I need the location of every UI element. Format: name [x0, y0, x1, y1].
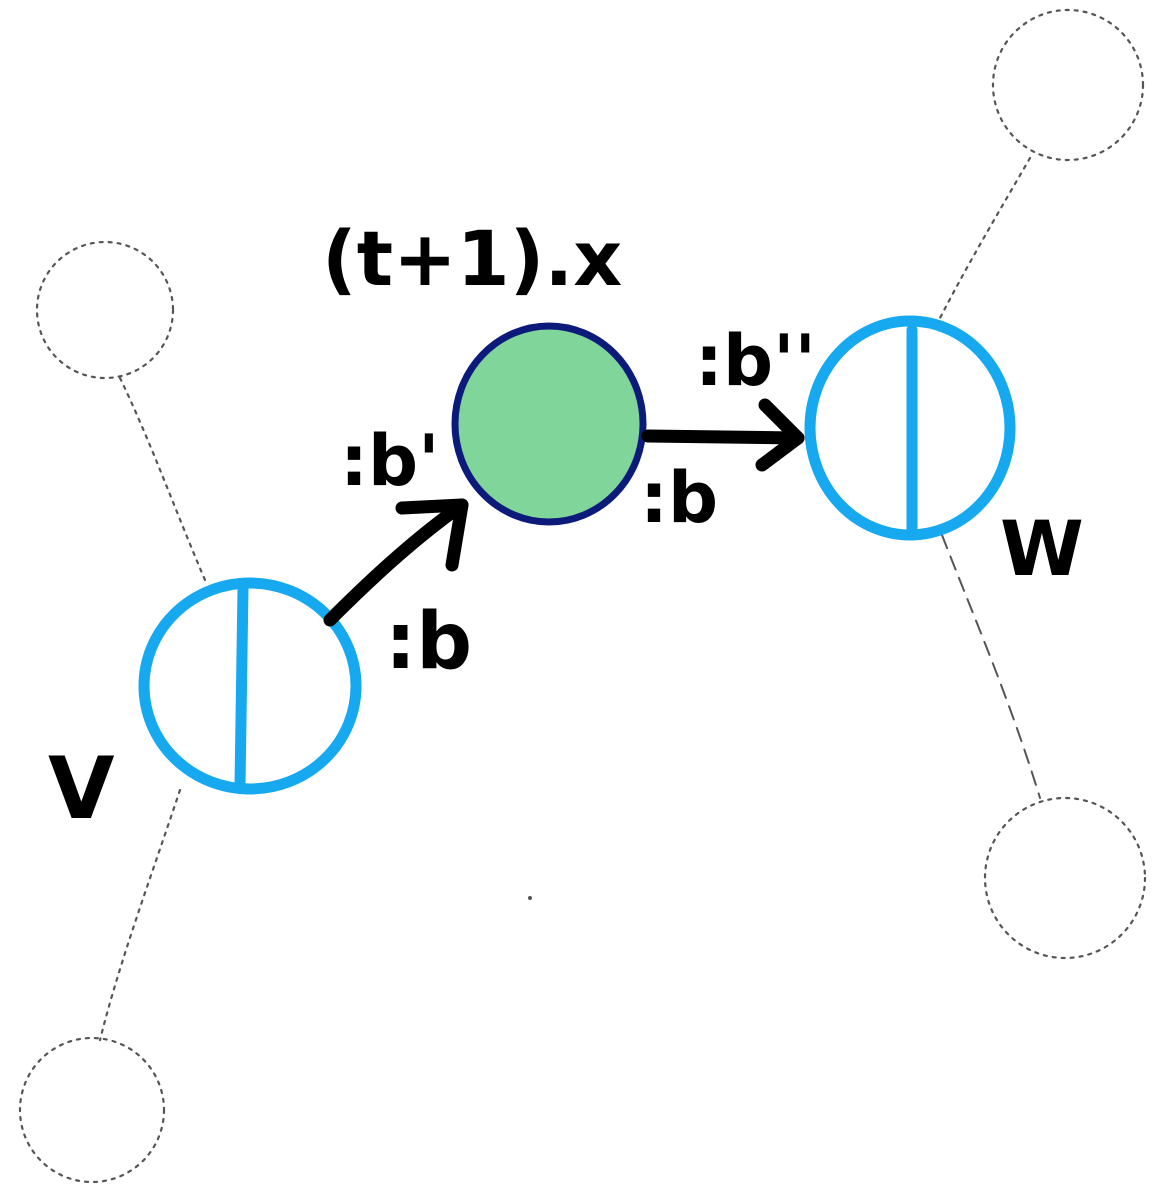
ghost-edge-bottom-right: [941, 534, 1041, 799]
node-w-label: W: [1000, 504, 1084, 593]
ghost-elements: [18, 8, 1147, 1184]
node-v-circle: [138, 577, 362, 795]
node-w: [804, 315, 1016, 541]
arrow-mid-to-w-head: [755, 398, 805, 472]
node-w-port-label: :b'': [695, 320, 816, 402]
arrow-mid-to-w: [641, 398, 805, 472]
arrow-v-to-mid: [323, 498, 469, 627]
ghost-edge-top-left: [118, 376, 207, 582]
ghost-node-top-left: [35, 240, 175, 380]
ghost-edge-bottom-left: [98, 788, 182, 1042]
arrow-v-to-mid-head: [395, 498, 469, 572]
stray-dot: [528, 896, 532, 900]
node-v-divider: [234, 582, 249, 791]
arrow-v-to-mid-shaft: [323, 498, 469, 627]
node-v: [138, 577, 362, 795]
node-mid-right-label: :b: [640, 457, 718, 539]
node-v-port-label: :b: [385, 597, 472, 687]
diagram-title: (t+1).x: [322, 214, 622, 303]
ghost-node-bottom-left: [18, 1036, 166, 1184]
node-v-label: V: [48, 739, 115, 839]
node-mid: [451, 322, 647, 526]
node-mid-left-label: :b': [340, 420, 440, 502]
ghost-edge-top-right: [938, 156, 1032, 320]
ghost-node-top-right: [991, 8, 1145, 162]
ghost-node-bottom-right: [983, 796, 1147, 960]
arrow-mid-to-w-shaft: [641, 429, 805, 445]
node-mid-circle: [451, 322, 647, 526]
